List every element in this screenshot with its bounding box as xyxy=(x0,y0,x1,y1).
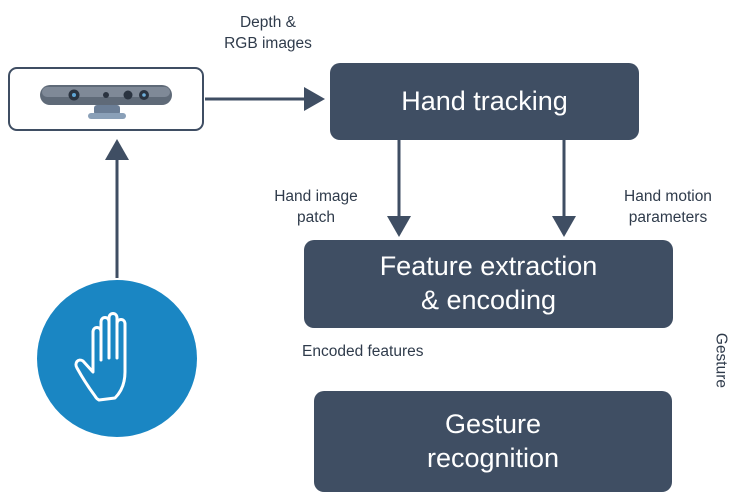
raised-hand-icon xyxy=(74,312,127,402)
input-images-line2: RGB images xyxy=(224,34,312,52)
hand-motion-line2: parameters xyxy=(628,208,708,226)
feature-extraction-box: Feature extraction & encoding xyxy=(304,240,673,328)
gesture-vertical-label: Gesture xyxy=(712,332,730,389)
gesture-recognition-line2: recognition xyxy=(426,442,560,473)
depth-camera-icon xyxy=(40,85,172,119)
hand-image-patch-line2: patch xyxy=(297,208,335,226)
feature-extraction-line2: & encoding xyxy=(420,285,557,315)
hand-image-patch-line1: Hand image xyxy=(274,188,358,205)
hand-motion-label: Hand motion parameters xyxy=(604,187,732,229)
hand-tracking-box: Hand tracking xyxy=(330,63,639,140)
hand-circle xyxy=(37,280,197,437)
hand-tracking-label: Hand tracking xyxy=(401,85,568,116)
camera-box xyxy=(8,67,204,131)
gesture-recognition-box: Gesture recognition xyxy=(314,391,672,492)
gesture-recognition-line1: Gesture xyxy=(444,408,542,439)
encoded-features-label: Encoded features xyxy=(302,343,424,360)
feature-extraction-line1: Feature extraction xyxy=(379,251,598,282)
hand-image-patch-label: Hand image patch xyxy=(256,187,376,229)
hand-motion-line1: Hand motion xyxy=(624,188,712,205)
input-images-line1: Depth & xyxy=(239,14,296,31)
input-images-label: Depth & RGB images xyxy=(218,13,318,55)
